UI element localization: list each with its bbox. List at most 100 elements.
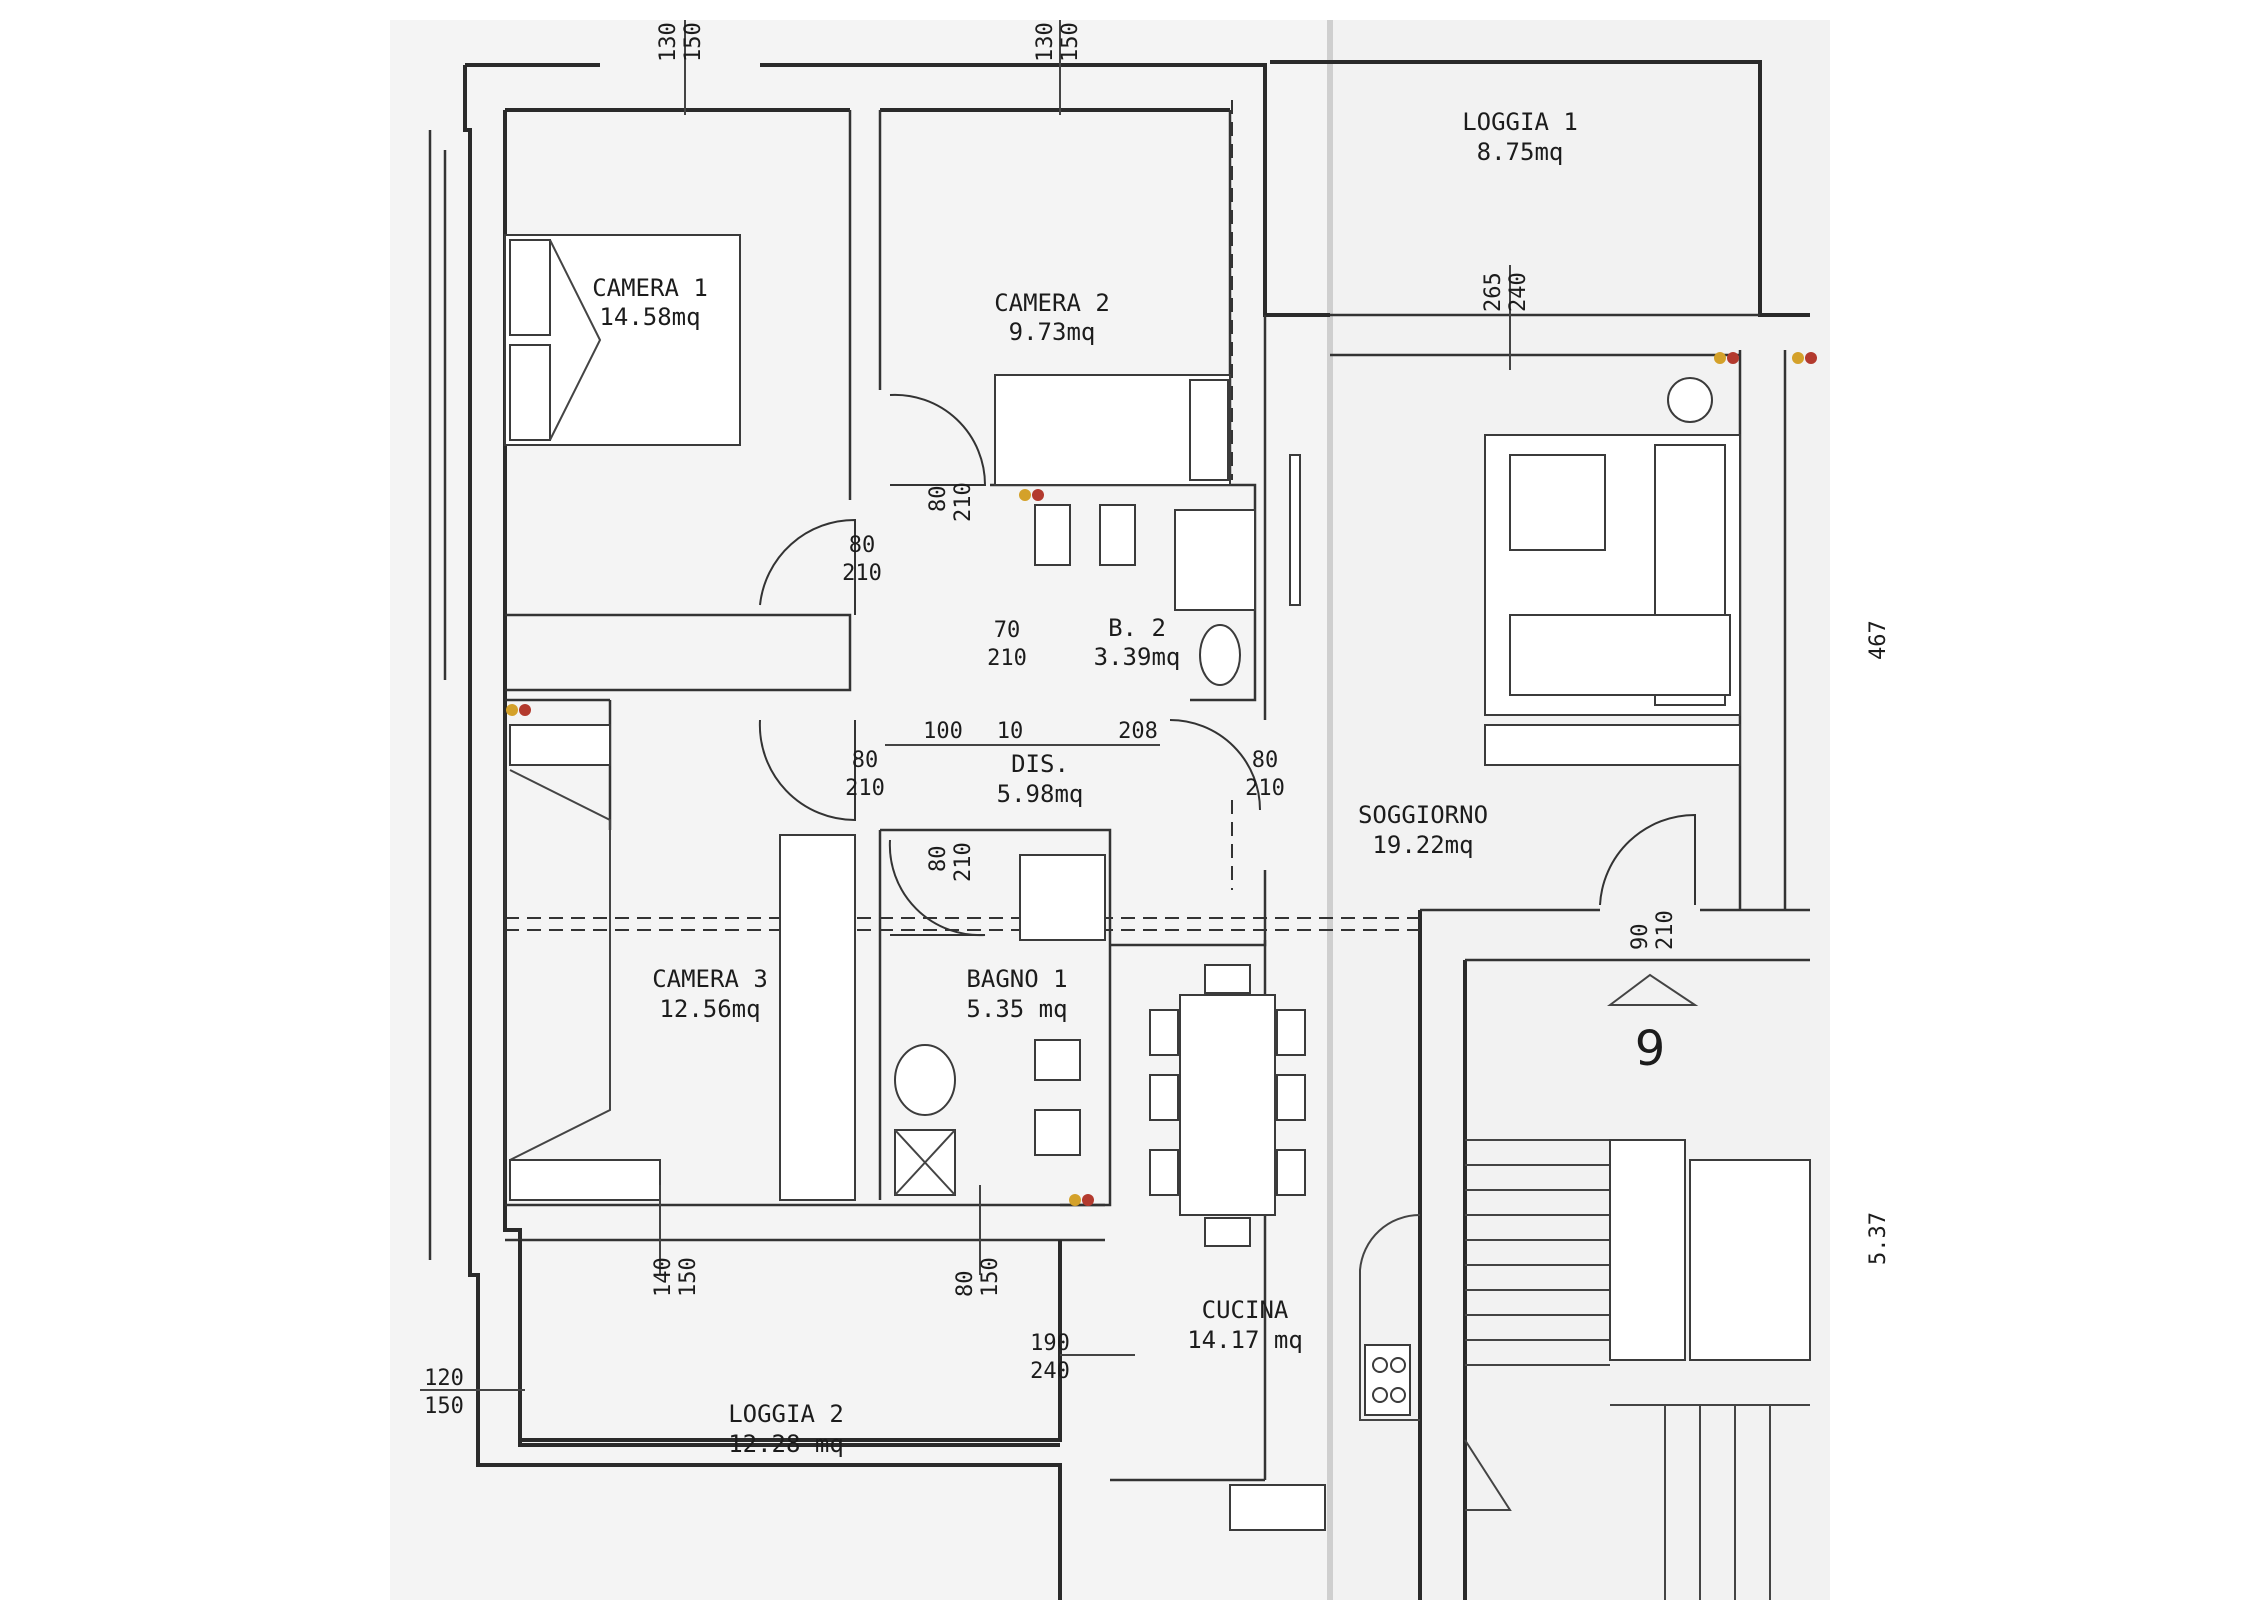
door-camera3-icon[interactable] (758, 719, 856, 822)
door-bagno1-icon[interactable] (888, 839, 986, 937)
chair-r1 (1276, 1009, 1306, 1056)
dimension-labels: 130 150 130 150 265 240 80 210 80 210 70… (424, 22, 1891, 1419)
west-wall (463, 65, 1062, 1600)
room-labels: CAMERA 1 14.58mq CAMERA 2 9.73mq B. 2 3.… (592, 108, 1578, 1458)
dim-win-c3-b: 150 (676, 1257, 701, 1297)
room-area-bagno2: 3.39mq (1094, 643, 1181, 671)
dim-win-l2-a: 120 (424, 1366, 464, 1391)
room-name-soggiorno: SOGGIORNO (1358, 801, 1488, 829)
burner-2 (1390, 1357, 1406, 1373)
beam-lines (505, 100, 1420, 931)
room-area-cucina: 14.17 mq (1187, 1326, 1303, 1354)
room-area-loggia1: 8.75mq (1477, 138, 1564, 166)
stair-well (1689, 1159, 1811, 1361)
dim-dis-w2: 10 (997, 719, 1024, 744)
room-area-soggiorno: 19.22mq (1372, 831, 1473, 859)
bed-fold (549, 239, 602, 441)
dim-door-c1-a: 80 (849, 533, 876, 558)
stair-landing (1609, 1139, 1686, 1361)
door-camera2-icon[interactable] (889, 393, 987, 486)
chair-r3 (1276, 1149, 1306, 1196)
dim-door-c2-b: 210 (951, 482, 976, 522)
room-area-camera1: 14.58mq (599, 303, 700, 331)
chair-top (1204, 964, 1251, 994)
paper (390, 20, 1830, 1600)
camera3-bottom (505, 1203, 1105, 1242)
dim-door-b1-a: 80 (926, 846, 951, 873)
dim-win-c3-a: 140 (651, 1257, 676, 1297)
shower-b1-icon (1019, 854, 1106, 941)
washer-cross (894, 1129, 956, 1196)
dim-door-c3-b: 210 (845, 776, 885, 801)
dim-win-c1-b: 150 (681, 22, 706, 62)
chair-l3 (1149, 1149, 1179, 1196)
outlets (506, 352, 1817, 1206)
west-balcony (428, 130, 447, 1260)
chair-bottom (1204, 1217, 1251, 1247)
door-soggiorno-icon[interactable] (1169, 719, 1261, 811)
radiator-icon (1229, 1484, 1326, 1531)
dim-win-cu-b: 240 (1030, 1359, 1070, 1384)
door-camera1-icon[interactable] (759, 518, 856, 615)
stair-number: 9 (1635, 1021, 1666, 1077)
partition-c1-c2 (848, 110, 882, 500)
dining-table (1179, 994, 1276, 1216)
outlet-icon (1805, 352, 1817, 364)
dim-win-l2-b: 150 (424, 1394, 464, 1419)
room-name-cucina: CUCINA (1202, 1296, 1289, 1324)
room-name-dis: DIS. (1011, 750, 1069, 778)
stair-wall (1418, 910, 1467, 1600)
room-area-dis: 5.98mq (997, 780, 1084, 808)
kitchen-counter (1359, 1213, 1421, 1421)
room-name-camera2: CAMERA 2 (994, 289, 1110, 317)
dim-door-c2-a: 80 (926, 486, 951, 513)
door-entrance-icon[interactable] (1599, 813, 1696, 906)
armchair (1509, 454, 1606, 551)
bagno1-walls (878, 828, 1112, 1200)
loggia1-base (1330, 313, 1760, 357)
room-name-loggia1: LOGGIA 1 (1462, 108, 1578, 136)
burner-4 (1390, 1387, 1406, 1403)
bidet-b1-icon (1034, 1039, 1081, 1081)
tv-stand (1484, 724, 1741, 766)
outlet-icon (1714, 352, 1726, 364)
dim-win-c2-a: 130 (1033, 22, 1058, 62)
dim-door-b2-a: 70 (994, 618, 1021, 643)
dim-win-c2-b: 150 (1058, 22, 1083, 62)
dim-door-b2-b: 210 (987, 646, 1027, 671)
sink-b1-icon (894, 1044, 956, 1116)
sofa-seat (1509, 614, 1731, 696)
dim-dis-w1: 100 (923, 719, 963, 744)
room-area-camera3: 12.56mq (659, 995, 760, 1023)
bed-camera3 (509, 769, 611, 1161)
dim-side-467: 467 (1866, 620, 1891, 660)
dim-door-ent-b: 210 (1653, 910, 1678, 950)
bed-c3-foot (509, 1159, 661, 1201)
pillow-1 (509, 239, 551, 336)
dim-side-537: 5.37 (1866, 1212, 1891, 1265)
toilet-b2-icon (1034, 504, 1071, 566)
dim-door-sog-a: 80 (1252, 748, 1279, 773)
wardrobe-c3 (779, 834, 856, 1201)
room-name-bagno2: B. 2 (1108, 614, 1166, 642)
stair-arrow (1464, 1439, 1512, 1511)
toilet-b1-icon (1034, 1109, 1081, 1156)
dimension-lines (420, 20, 1511, 1391)
dim-loggia1-a: 265 (1481, 272, 1506, 312)
outlet-icon (519, 704, 531, 716)
entrance-triangle-icon (1607, 973, 1699, 1006)
chair-r2 (1276, 1074, 1306, 1121)
room-area-camera2: 9.73mq (1009, 318, 1096, 346)
outlet-icon (1019, 489, 1031, 501)
room-name-camera1: CAMERA 1 (592, 274, 708, 302)
pillow-2 (509, 344, 551, 441)
dim-door-sog-b: 210 (1245, 776, 1285, 801)
outlet-icon (1032, 489, 1044, 501)
dim-door-b1-b: 210 (951, 842, 976, 882)
stair-steps-upper (1465, 1139, 1610, 1366)
dim-win-b1-b: 150 (978, 1257, 1003, 1297)
chair-l1 (1149, 1009, 1179, 1056)
partition-c1-dis (505, 613, 852, 692)
outlet-icon (1727, 352, 1739, 364)
